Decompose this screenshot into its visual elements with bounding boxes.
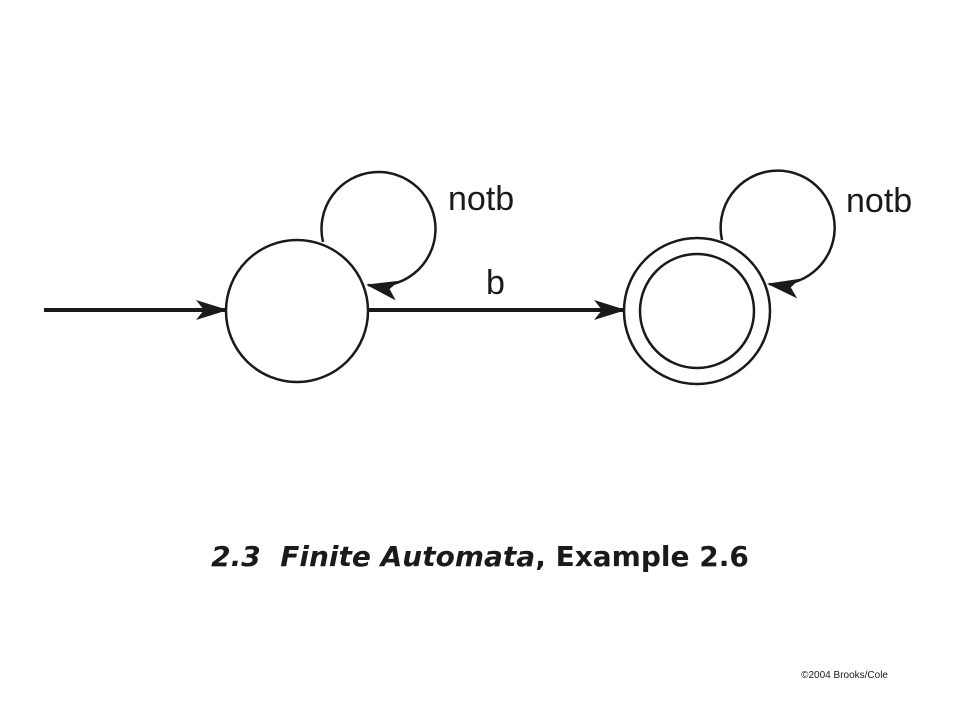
caption-section: 2.3 [211, 540, 261, 573]
accept-self-loop [719, 169, 836, 299]
caption-separator: , [535, 540, 546, 573]
copyright-notice: ©2004 Brooks/Cole [801, 670, 888, 681]
caption-example: Example 2.6 [555, 540, 749, 573]
accept-self-loop-label: notb [846, 182, 912, 220]
caption-title: Finite Automata [280, 540, 536, 573]
start-state [224, 238, 370, 384]
start-self-loop-label: notb [448, 180, 514, 218]
figure-caption: 2.3 Finite Automata, Example 2.6 [0, 540, 960, 573]
start-self-loop [320, 170, 437, 301]
accept-state-inner [638, 252, 756, 370]
transition-label: b [486, 264, 505, 302]
